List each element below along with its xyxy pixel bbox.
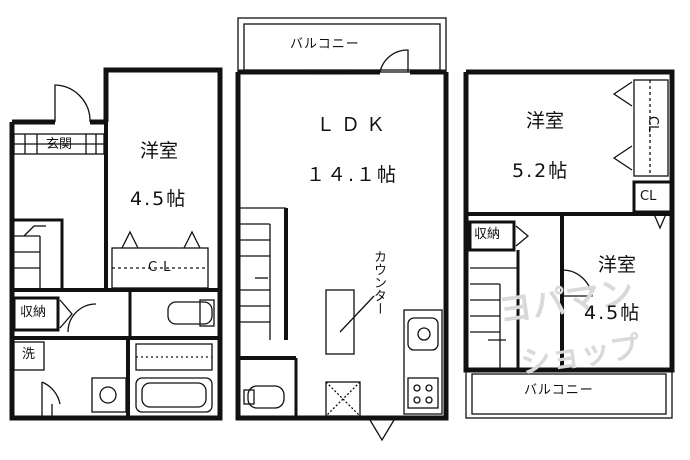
floor3-room-b-size: 4.5帖	[584, 302, 642, 324]
floor1-closet-label: CL	[148, 260, 177, 275]
floor3-room-b-name: 洋室	[598, 254, 637, 276]
floor1-storage-label: 収納	[20, 305, 47, 320]
counter-label: カウンター	[371, 250, 386, 315]
ldk-label: ＬＤＫ	[316, 114, 392, 136]
floor3-closet-b-label: CL	[640, 189, 657, 204]
washer-label: 洗	[22, 347, 36, 362]
genkan-label: 玄関	[46, 137, 73, 152]
floor3-balcony-label: バルコニー	[524, 383, 594, 398]
floor3-room-a-name: 洋室	[526, 110, 565, 132]
floor3-closet-a-label: CL	[645, 116, 660, 133]
floor1-walls	[9, 67, 223, 421]
floor3-room-a-size: 5.2帖	[512, 160, 570, 182]
ldk-size: １４.１帖	[306, 164, 399, 186]
floor2-balcony-label: バルコニー	[290, 37, 360, 52]
floor3-walls	[463, 69, 675, 419]
floor2-walls	[235, 17, 449, 442]
floor1-room-name: 洋室	[140, 140, 179, 162]
floor1-room-size: 4.5帖	[130, 188, 188, 210]
floor3-storage-label: 収納	[474, 227, 501, 242]
